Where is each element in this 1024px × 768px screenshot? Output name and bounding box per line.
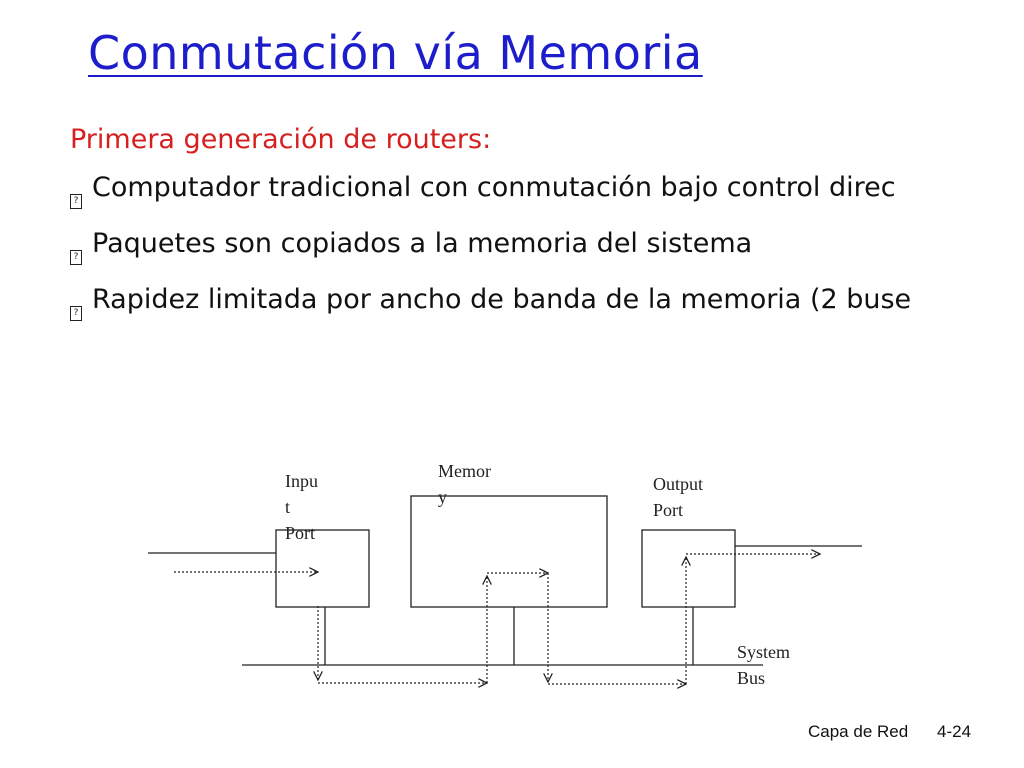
- page-number: 4-24: [937, 722, 972, 741]
- memory-label: Memor y: [438, 461, 491, 507]
- list-item: ? Computador tradicional con conmutación…: [70, 168, 1024, 224]
- list-item: ? Rapidez limitada por ancho de banda de…: [70, 280, 1024, 336]
- input-port-box: [275, 529, 370, 608]
- bullet-text: Computador tradicional con conmutación b…: [92, 172, 896, 203]
- list-item: ? Paquetes son copiados a la memoria del…: [70, 224, 1024, 280]
- slide-title: Conmutación vía Memoria: [88, 26, 703, 80]
- input-port-label: Inpu t Port: [285, 471, 318, 543]
- bullet-text: Rapidez limitada por ancho de banda de l…: [92, 284, 912, 315]
- system-bus-label: System Bus: [737, 642, 791, 688]
- slide-subtitle: Primera generación de routers:: [70, 124, 492, 155]
- bullet-box-icon: ?: [70, 306, 82, 321]
- output-port-label: Output Port: [653, 474, 704, 520]
- bullet-text: Paquetes son copiados a la memoria del s…: [92, 228, 753, 259]
- bullet-box-icon: ?: [70, 250, 82, 265]
- footer-section: Capa de Red: [808, 722, 909, 741]
- memory-box: [410, 495, 608, 608]
- bullet-box-icon: ?: [70, 194, 82, 209]
- bullet-list: ? Computador tradicional con conmutación…: [70, 168, 1024, 336]
- output-port-box: [641, 529, 736, 608]
- packet-path: [174, 554, 820, 684]
